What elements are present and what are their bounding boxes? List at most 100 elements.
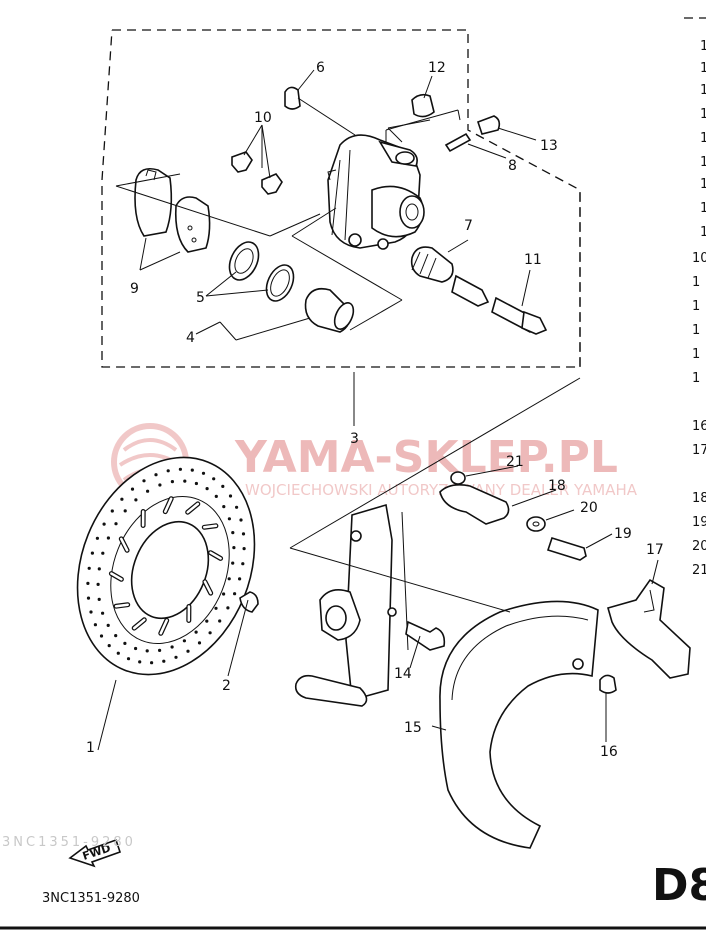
disc-hole: [101, 611, 105, 615]
disc-slot-inner: [159, 619, 168, 635]
disc-hole: [232, 546, 236, 550]
index-number: 1: [700, 61, 706, 76]
disc-hole: [86, 596, 91, 600]
part-label-3: 3: [350, 431, 359, 447]
disc-hole: [235, 505, 239, 509]
disc-hole: [97, 567, 101, 571]
disc-hole: [146, 489, 150, 493]
disc-slot-inner: [203, 580, 212, 595]
disc-hole: [205, 487, 209, 491]
disc-hole: [226, 606, 230, 610]
part-label-16: 16: [600, 744, 618, 760]
disc-hole: [90, 551, 94, 555]
watermark-text: YAMA-SKLEP.PL: [234, 432, 618, 483]
disc-hole: [145, 649, 149, 653]
index-number: 19: [692, 515, 706, 530]
disc-hole: [218, 619, 222, 623]
faint-catalog-code: 3NC1351-9280: [2, 835, 136, 850]
disc-slot-inner: [120, 537, 129, 552]
part-label-10: 10: [254, 110, 272, 126]
caliper-piston: [304, 287, 355, 333]
disc-hole: [134, 646, 138, 651]
disc-hole: [106, 536, 110, 540]
disc-hole: [130, 487, 135, 491]
disc-slot-inner: [209, 551, 222, 560]
disc-hole: [120, 497, 124, 501]
disc-hole: [190, 468, 194, 472]
forward-direction-indicator: FWD 3NC1351-9280: [2, 835, 136, 868]
index-number: 1: [692, 371, 700, 386]
disc-hole: [154, 473, 158, 477]
disc-hole: [231, 561, 235, 565]
caliper-small-parts: [284, 86, 501, 153]
disc-hole: [183, 479, 187, 483]
disc-slot-inner: [203, 524, 218, 529]
disc-hole: [134, 498, 138, 502]
disc-hole: [142, 479, 146, 483]
disc-hole: [186, 649, 190, 653]
disc-hole: [116, 651, 120, 655]
disc-hole: [182, 639, 186, 643]
brake-disc: [76, 456, 256, 676]
index-number: 1: [692, 275, 700, 290]
disc-hole: [166, 469, 170, 473]
disc-hole: [114, 634, 118, 638]
part-label-6: 6: [316, 60, 325, 76]
page-code: D8: [652, 860, 706, 911]
disc-hole: [212, 477, 216, 481]
disc-hole: [150, 661, 154, 665]
index-number: 1: [692, 323, 700, 338]
disc-hole: [114, 522, 118, 526]
part-label-19: 19: [614, 526, 632, 542]
part-label-1: 1: [86, 740, 95, 756]
index-number: 1: [700, 177, 706, 192]
brake-hose-guard: [607, 578, 691, 679]
part-label-21: 21: [506, 454, 524, 470]
disc-hole: [208, 631, 212, 635]
disc-hole: [170, 480, 174, 484]
leader-lines: [115, 69, 537, 341]
disc-hole: [214, 494, 218, 498]
part-label-18: 18: [548, 478, 566, 494]
disc-hole: [201, 471, 206, 475]
right-index-column: 1 1 1 1 1 1 1 1 1 10 1 1 1 1 1 16 17 18 …: [684, 17, 706, 578]
disc-hole: [233, 592, 237, 596]
disc-hole: [238, 577, 242, 581]
disc-hole: [126, 657, 131, 661]
index-number: 1: [700, 39, 706, 54]
disc-hole: [97, 597, 101, 602]
disc-hole: [95, 536, 99, 540]
index-number: 17: [692, 443, 706, 458]
disc-hole: [89, 610, 93, 614]
guide-pin-boots: [410, 246, 548, 335]
disc-slot-inner: [114, 603, 129, 608]
disc-hole: [87, 566, 91, 570]
disc-slot-inner: [110, 572, 123, 581]
index-number: 1: [692, 299, 700, 314]
part-label-5a: 5: [196, 290, 205, 306]
piston-seals: [228, 241, 295, 302]
disc-hole: [242, 547, 246, 551]
leader-lines-lower: [97, 372, 659, 751]
mounting-bolts: [239, 591, 617, 694]
disc-hole: [197, 641, 202, 645]
disc-hole: [101, 551, 105, 555]
catalog-code: 3NC1351-9280: [42, 891, 140, 906]
disc-hole: [123, 509, 127, 513]
part-label-8: 8: [508, 158, 517, 174]
part-label-12: 12: [428, 60, 446, 76]
disc-hole: [222, 505, 226, 509]
part-label-2: 2: [222, 678, 231, 694]
disc-slot-inner: [164, 497, 173, 513]
disc-hole: [241, 532, 246, 536]
watermark: YAMA-SKLEP.PL WOJCIECHOWSKI AUTORYZOWANY…: [111, 423, 638, 501]
index-number: 1: [700, 83, 706, 98]
disc-hole: [221, 484, 225, 488]
brake-caliper-body: [327, 134, 425, 250]
part-label-15: 15: [404, 720, 422, 736]
disc-hole: [99, 634, 104, 638]
disc-hole: [110, 509, 114, 513]
index-number: 1: [700, 225, 706, 240]
disc-hole: [241, 562, 245, 566]
index-number: 1: [692, 347, 700, 362]
